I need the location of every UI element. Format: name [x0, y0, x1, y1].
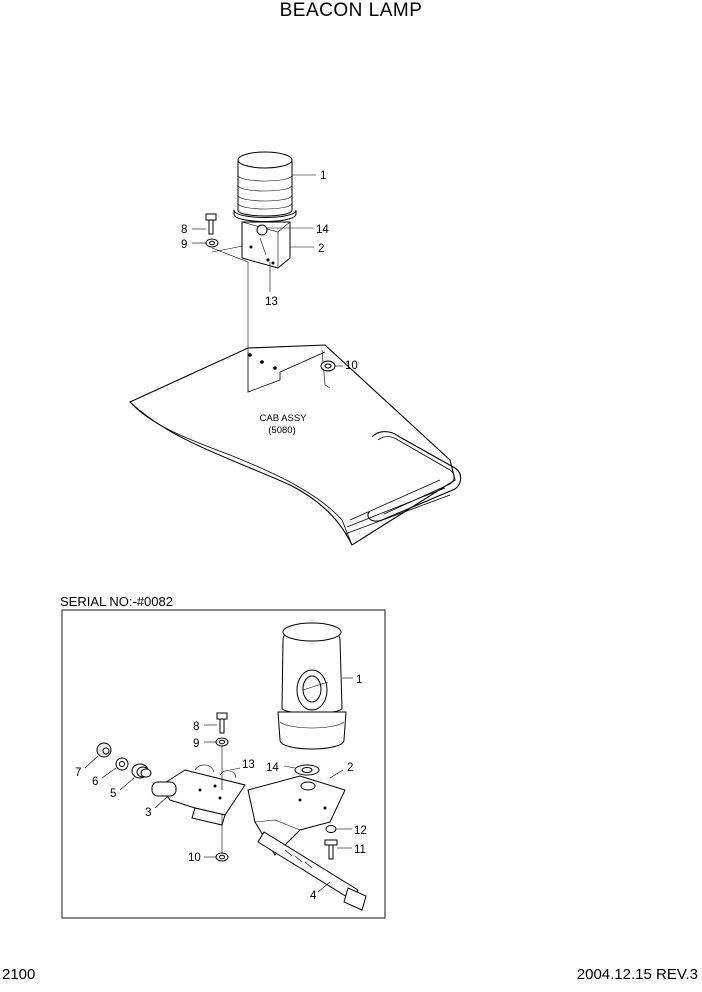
callout-inset-11: 11 — [354, 844, 366, 856]
nut-10-main — [320, 360, 336, 372]
beacon-lamp-main — [233, 151, 297, 269]
bolt-11-inset — [324, 825, 338, 860]
page-number: 2100 — [2, 966, 36, 983]
callout-main-2: 2 — [318, 243, 324, 255]
serial-inset-frame — [61, 609, 386, 919]
callout-main-10: 10 — [345, 360, 358, 372]
callout-inset-4: 4 — [310, 890, 317, 902]
callout-main-1: 1 — [320, 170, 326, 182]
bolt-8-inset — [215, 712, 229, 790]
inset-exploded-view: 1 8 9 13 14 2 7 6 5 3 12 11 10 4 — [75, 622, 367, 911]
revision-date: 2004.12.15 REV.3 — [576, 966, 698, 983]
main-exploded-view: CAB ASSY (5080) — [129, 151, 462, 546]
callout-main-8: 8 — [181, 224, 187, 236]
callout-main-9: 9 — [181, 239, 187, 251]
callout-inset-1: 1 — [356, 674, 362, 686]
callout-inset-2: 2 — [347, 762, 353, 774]
cab-assy-code: (5080) — [268, 425, 295, 436]
bracket-2-inset — [247, 764, 346, 856]
callout-inset-12: 12 — [354, 825, 367, 837]
callout-inset-7: 7 — [75, 767, 81, 779]
bolt-8-main — [205, 213, 249, 263]
callout-main-14: 14 — [316, 224, 329, 236]
callout-inset-13: 13 — [242, 759, 255, 771]
callout-inset-6: 6 — [92, 776, 98, 788]
callout-inset-14: 14 — [266, 762, 279, 774]
page-title: BEACON LAMP — [279, 0, 423, 21]
callout-inset-8: 8 — [193, 721, 199, 733]
callout-inset-9: 9 — [193, 738, 199, 750]
bolt-4-inset — [257, 831, 367, 911]
washer-6 — [115, 757, 129, 771]
serial-number-note: SERIAL NO:-#0082 — [60, 594, 173, 609]
cab-roof — [129, 262, 462, 546]
callout-main-13: 13 — [265, 296, 278, 308]
nut-7 — [96, 742, 112, 758]
cab-assy-label: CAB ASSY — [260, 413, 308, 424]
beacon-lamp-inset — [277, 622, 347, 750]
spring-5 — [131, 763, 152, 779]
callout-inset-5: 5 — [110, 788, 116, 800]
hinge-plate-3 — [151, 764, 246, 826]
callout-inset-10: 10 — [188, 852, 201, 864]
callout-inset-3: 3 — [145, 807, 151, 819]
